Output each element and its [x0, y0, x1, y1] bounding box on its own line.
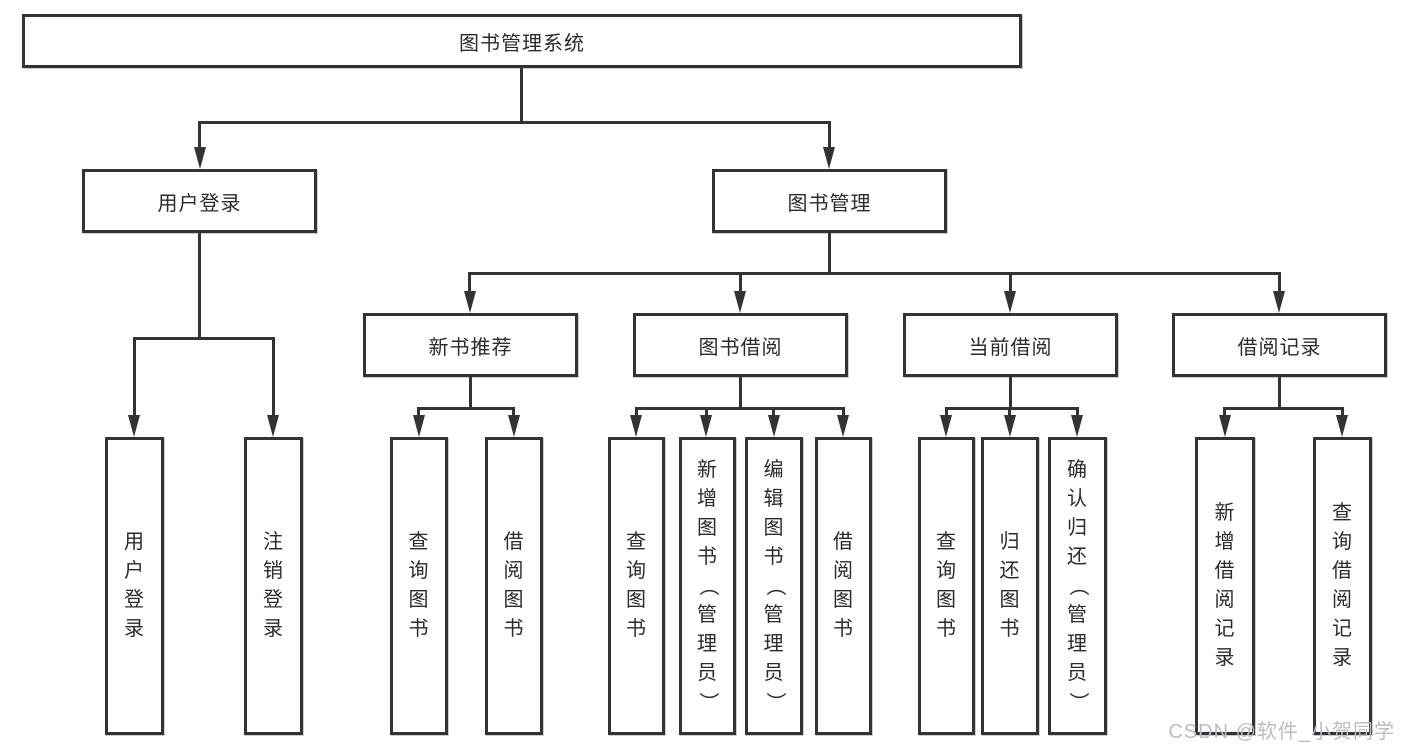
connector-line	[198, 121, 201, 150]
connector-line	[133, 337, 136, 417]
arrowhead-down-icon	[1273, 291, 1285, 313]
node-label: 借阅记录	[1237, 336, 1322, 359]
connector-line	[739, 377, 742, 410]
arrowhead-down-icon	[1219, 415, 1231, 437]
node-root-system: 图书管理系统	[22, 14, 1022, 68]
arrowhead-down-icon	[700, 415, 712, 437]
leaf-return-books: 归还图书	[981, 437, 1039, 735]
connector-line	[828, 121, 831, 150]
arrowhead-down-icon	[768, 415, 780, 437]
node-label-vertical: 用户登录	[124, 531, 145, 640]
leaf-logout: 注销登录	[244, 437, 303, 735]
arrowhead-down-icon	[940, 415, 952, 437]
arrowhead-down-icon	[734, 291, 746, 313]
arrowhead-down-icon	[1071, 415, 1083, 437]
connector-line	[468, 272, 1281, 275]
arrowhead-down-icon	[464, 291, 476, 313]
node-label-vertical: 新增图书（管理员）	[697, 458, 719, 713]
connector-line	[512, 407, 515, 417]
node-book-management: 图书管理	[712, 169, 947, 233]
arrowhead-down-icon	[413, 415, 425, 437]
arrowhead-down-icon	[823, 147, 835, 169]
connector-line	[1008, 407, 1011, 417]
arrowhead-down-icon	[194, 147, 206, 169]
leaf-borrow-books: 借阅图书	[485, 437, 543, 735]
connector-line	[417, 407, 515, 410]
arrowhead-down-icon	[1004, 291, 1016, 313]
leaf-query-borrow-record: 查询借阅记录	[1313, 437, 1372, 735]
connector-line	[272, 337, 275, 417]
node-label: 图书借阅	[698, 336, 783, 359]
node-label-vertical: 编辑图书（管理员）	[763, 458, 786, 713]
node-borrow-record: 借阅记录	[1172, 313, 1387, 377]
connector-line	[1341, 407, 1344, 417]
connector-line	[945, 407, 1079, 410]
arrowhead-down-icon	[1336, 415, 1348, 437]
arrowhead-down-icon	[508, 415, 520, 437]
connector-line	[842, 407, 845, 417]
connector-line	[1223, 407, 1226, 417]
connector-line	[198, 121, 831, 124]
arrowhead-down-icon	[267, 415, 279, 437]
connector-line	[739, 272, 742, 294]
node-label: 当前借阅	[968, 336, 1053, 359]
node-label-vertical: 归还图书	[999, 531, 1021, 640]
arrowhead-down-icon	[128, 415, 140, 437]
connector-line	[468, 272, 471, 294]
node-label: 图书管理	[787, 192, 872, 215]
connector-line	[772, 407, 775, 417]
node-book-borrow: 图书借阅	[633, 313, 848, 377]
node-label: 图书管理系统	[459, 32, 585, 55]
node-label-vertical: 借阅图书	[833, 531, 854, 640]
connector-line	[635, 407, 845, 410]
connector-line	[1009, 272, 1012, 294]
connector-line	[828, 233, 831, 275]
arrowhead-down-icon	[1004, 415, 1016, 437]
node-label-vertical: 查询图书	[936, 531, 957, 640]
node-label: 新书推荐	[428, 336, 513, 359]
connector-line	[198, 233, 201, 340]
node-new-book-recommend: 新书推荐	[363, 313, 578, 377]
leaf-borrow-books: 借阅图书	[815, 437, 872, 735]
leaf-add-borrow-record: 新增借阅记录	[1195, 437, 1255, 735]
leaf-user-login: 用户登录	[105, 437, 164, 735]
node-current-borrow: 当前借阅	[903, 313, 1118, 377]
leaf-add-books-admin: 新增图书（管理员）	[679, 437, 736, 735]
connector-line	[133, 337, 275, 340]
node-label-vertical: 借阅图书	[503, 531, 525, 640]
node-user-login: 用户登录	[82, 169, 317, 233]
node-label-vertical: 新增借阅记录	[1214, 502, 1236, 669]
arrowhead-down-icon	[630, 415, 642, 437]
connector-line	[1278, 377, 1281, 410]
node-label-vertical: 确认归还（管理员）	[1067, 458, 1089, 713]
connector-line	[1009, 377, 1012, 410]
connector-line	[1223, 407, 1344, 410]
connector-line	[520, 68, 523, 124]
node-label-vertical: 注销登录	[263, 531, 284, 640]
leaf-query-books: 查询图书	[918, 437, 975, 735]
leaf-query-books: 查询图书	[608, 437, 665, 735]
connector-line	[1076, 407, 1079, 417]
connector-line	[1278, 272, 1281, 294]
leaf-edit-books-admin: 编辑图书（管理员）	[745, 437, 803, 735]
connector-line	[635, 407, 638, 417]
leaf-confirm-return-admin: 确认归还（管理员）	[1048, 437, 1107, 735]
node-label-vertical: 查询图书	[626, 531, 647, 640]
node-label-vertical: 查询借阅记录	[1332, 502, 1353, 669]
connector-line	[705, 407, 708, 417]
connector-line	[945, 407, 948, 417]
connector-line	[417, 407, 420, 417]
node-label: 用户登录	[157, 192, 242, 215]
node-label-vertical: 查询图书	[408, 531, 430, 640]
csdn-watermark: CSDN @软件_小贺同学	[1168, 721, 1395, 743]
connector-line	[469, 377, 472, 410]
arrowhead-down-icon	[837, 415, 849, 437]
leaf-query-books: 查询图书	[390, 437, 448, 735]
